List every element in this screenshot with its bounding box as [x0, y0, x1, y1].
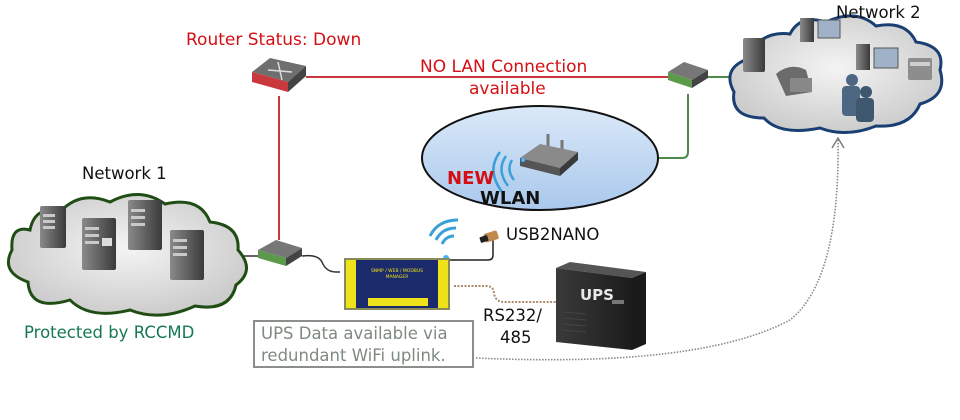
network1-cloud	[7, 193, 248, 317]
manager-label-line1: SNMP / WEB / MODBUS	[371, 268, 423, 274]
switch-icon	[668, 62, 708, 88]
usb2nano-label: USB2NANO	[506, 225, 600, 244]
link-usb2nano-to-manager	[448, 240, 494, 261]
new-badge: NEW	[447, 168, 495, 189]
wlan-label: WLAN	[480, 188, 541, 209]
switch-icon	[258, 240, 302, 266]
desktop-computer-icon	[856, 44, 899, 70]
protected-by-rccmd-label: Protected by RCCMD	[24, 323, 195, 342]
link-manager-to-ups-serial	[454, 285, 560, 303]
rs232-label-line1: RS232/	[483, 306, 542, 325]
rs232-label-line2: 485	[500, 328, 532, 347]
users-icon	[842, 74, 874, 122]
wifi-signal-icon	[492, 151, 516, 193]
no-lan-label-line2: available	[469, 79, 546, 99]
ups-note-line1: UPS Data available via	[261, 324, 448, 343]
server-icon	[40, 206, 66, 248]
telephone-icon	[776, 66, 812, 96]
printer-icon	[908, 58, 932, 80]
ups-note-line2: redundant WiFi uplink.	[261, 346, 446, 365]
wifi-router-icon	[520, 134, 578, 176]
server-icon	[82, 218, 116, 270]
snmp-card-icon: SNMP / WEB / MODBUS MANAGER	[344, 258, 450, 310]
router-status-label: Router Status: Down	[186, 30, 362, 50]
wifi-uplink-dotted-path	[475, 136, 845, 361]
usb-wifi-dongle-icon	[479, 230, 499, 243]
network1-label: Network 1	[82, 164, 167, 183]
no-lan-label-line1: NO LAN Connection	[420, 57, 588, 77]
desktop-computer-icon	[800, 18, 841, 42]
ups-device-label: UPS	[580, 286, 614, 304]
link-switch1-to-manager	[301, 254, 340, 273]
router-icon	[252, 58, 306, 92]
link-switch2-to-wlan	[578, 94, 689, 159]
ups-data-note: UPS Data available via redundant WiFi up…	[253, 320, 474, 368]
network2-label: Network 2	[836, 3, 921, 22]
server-icon	[128, 200, 162, 250]
server-icon	[743, 38, 765, 72]
server-icon	[170, 230, 204, 280]
wifi-signal-icon	[428, 218, 459, 261]
ups-icon: UPS	[556, 262, 646, 350]
manager-label-line2: MANAGER	[386, 274, 409, 280]
